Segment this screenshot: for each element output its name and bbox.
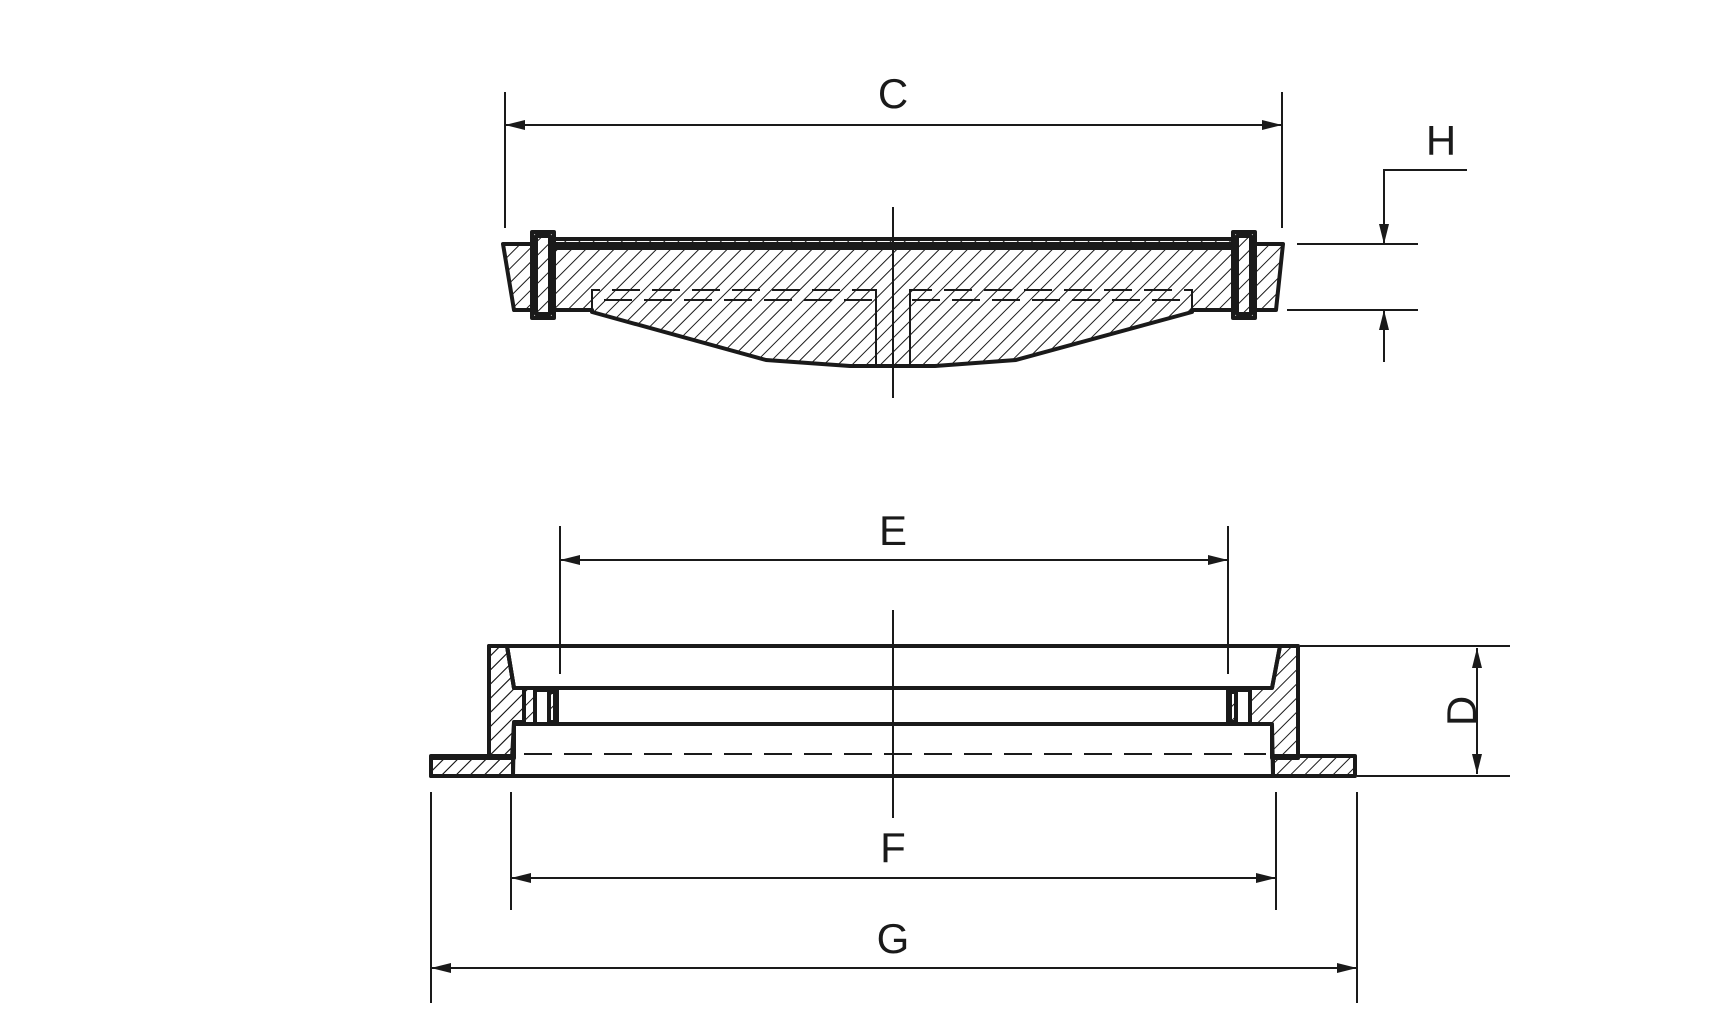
dimension-c: C <box>504 70 1283 228</box>
dimension-label-e: E <box>879 507 907 554</box>
dimension-label-d: D <box>1438 696 1485 726</box>
dimension-f: F <box>510 792 1277 910</box>
dimension-label-f: F <box>880 824 906 871</box>
dimension-label-h: H <box>1426 117 1456 164</box>
dimension-d: D <box>1300 645 1510 777</box>
dimension-label-c: C <box>878 70 908 117</box>
dimension-h: H <box>1287 117 1467 362</box>
dimension-g: G <box>430 792 1358 1003</box>
dimension-e: E <box>559 507 1229 674</box>
frame-section <box>429 644 1357 778</box>
dimension-label-g: G <box>877 915 910 962</box>
